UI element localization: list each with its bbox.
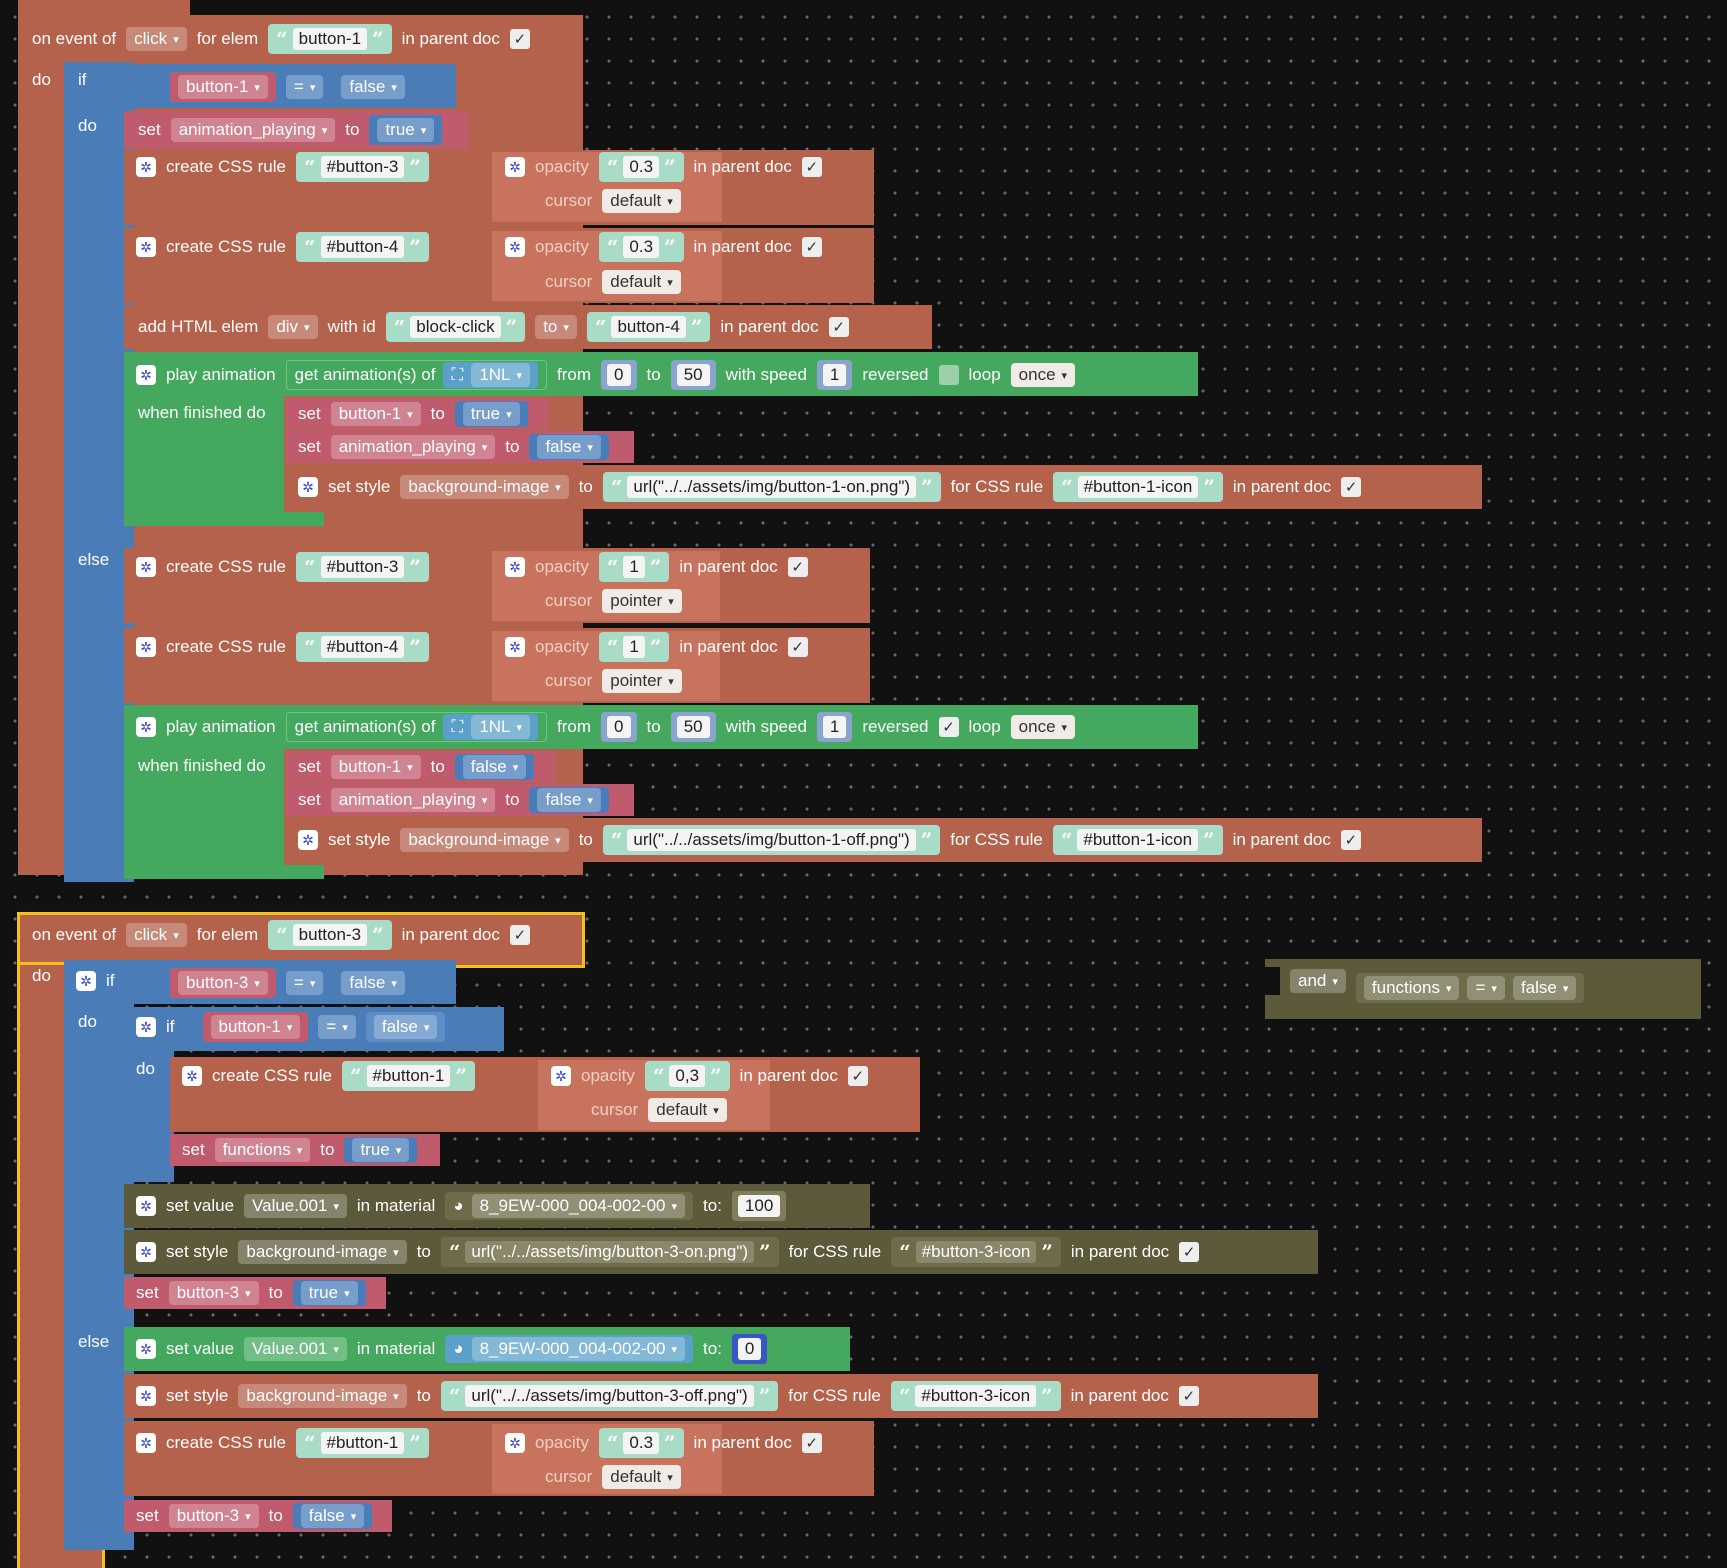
- gear-icon[interactable]: ✲: [76, 971, 96, 991]
- event-1-header-row: on event of click for elem “button-1” in…: [32, 20, 530, 58]
- object-selector[interactable]: ⛶1NL: [443, 714, 539, 740]
- checkbox-icon[interactable]: ✓: [1178, 1386, 1199, 1406]
- gear-icon[interactable]: ✲: [136, 1196, 156, 1216]
- material-icon: ◕: [453, 1339, 464, 1358]
- checkbox-icon[interactable]: ✓: [801, 1433, 822, 1453]
- gear-icon[interactable]: ✲: [136, 1017, 156, 1037]
- add-html-elem-block[interactable]: [124, 305, 932, 349]
- do-label: do: [32, 966, 51, 985]
- bool-value[interactable]: false: [333, 72, 413, 102]
- gear-icon[interactable]: ✲: [505, 237, 525, 257]
- object-icon: ⛶: [451, 717, 464, 736]
- else-label: else: [78, 1332, 110, 1351]
- event-top-stub: [18, 0, 190, 15]
- checkbox-icon[interactable]: ✓: [828, 317, 849, 337]
- checkbox-icon[interactable]: ✓: [1341, 477, 1362, 497]
- checkbox-icon[interactable]: ✓: [847, 1066, 868, 1086]
- do-label: do: [136, 1059, 155, 1078]
- when-finished-label: when finished do: [138, 403, 266, 422]
- gear-icon[interactable]: ✲: [136, 557, 156, 577]
- elem-type-dropdown[interactable]: div: [268, 315, 318, 339]
- event-type-dropdown[interactable]: click: [126, 923, 187, 947]
- checkbox-icon[interactable]: ✓: [801, 157, 822, 177]
- checkbox-icon[interactable]: ✓: [1340, 830, 1361, 850]
- gear-icon[interactable]: ✲: [136, 717, 156, 737]
- checkbox-icon[interactable]: ✓: [801, 237, 822, 257]
- checkbox-icon[interactable]: [938, 365, 959, 385]
- do-label: do: [78, 116, 97, 135]
- checkbox-icon[interactable]: ✓: [1179, 1242, 1200, 1262]
- gear-icon[interactable]: ✲: [136, 1339, 156, 1359]
- gear-icon[interactable]: ✲: [136, 637, 156, 657]
- gear-icon[interactable]: ✲: [136, 365, 156, 385]
- cursor-dropdown[interactable]: default: [602, 189, 681, 213]
- puzzle-icon: [1258, 967, 1280, 995]
- gear-icon[interactable]: ✲: [505, 157, 525, 177]
- if-1-condition: button-1 = false: [170, 68, 413, 106]
- gear-icon[interactable]: ✲: [298, 830, 318, 850]
- loop-dropdown[interactable]: once: [1010, 363, 1076, 387]
- var-dropdown[interactable]: animation_playing: [170, 118, 336, 142]
- checkbox-icon[interactable]: ✓: [938, 717, 959, 737]
- object-icon: ⛶: [451, 365, 464, 384]
- object-selector[interactable]: ⛶1NL: [443, 362, 539, 388]
- do-label: do: [78, 1012, 97, 1031]
- position-dropdown[interactable]: to: [535, 315, 577, 339]
- if-block-2[interactable]: [64, 960, 134, 1550]
- checkbox-icon[interactable]: ✓: [787, 557, 808, 577]
- gear-icon[interactable]: ✲: [136, 1242, 156, 1262]
- checkbox-icon[interactable]: ✓: [509, 925, 530, 945]
- var-getter[interactable]: button-1: [170, 72, 276, 102]
- compare-op-dropdown[interactable]: =: [285, 75, 324, 99]
- gear-icon[interactable]: ✲: [298, 477, 318, 497]
- gear-icon[interactable]: ✲: [182, 1066, 202, 1086]
- checkbox-icon[interactable]: ✓: [787, 637, 808, 657]
- gear-icon[interactable]: ✲: [505, 557, 525, 577]
- if-block-1[interactable]: [64, 62, 134, 882]
- event-type-dropdown[interactable]: click: [126, 27, 187, 51]
- logic-op-dropdown[interactable]: and: [1290, 969, 1346, 993]
- when-finished-label: when finished do: [138, 756, 266, 775]
- gear-icon[interactable]: ✲: [136, 157, 156, 177]
- gear-icon[interactable]: ✲: [136, 1433, 156, 1453]
- checkbox-icon[interactable]: ✓: [509, 29, 530, 49]
- gear-icon[interactable]: ✲: [136, 1386, 156, 1406]
- do-label: do: [32, 70, 51, 89]
- elem-string[interactable]: “button-1”: [268, 24, 392, 54]
- material-icon: ◕: [453, 1196, 464, 1215]
- gear-icon[interactable]: ✲: [505, 1433, 525, 1453]
- if-label: if: [78, 70, 87, 89]
- gear-icon[interactable]: ✲: [505, 637, 525, 657]
- gear-icon[interactable]: ✲: [136, 237, 156, 257]
- gear-icon[interactable]: ✲: [551, 1066, 571, 1086]
- else-label: else: [78, 550, 110, 569]
